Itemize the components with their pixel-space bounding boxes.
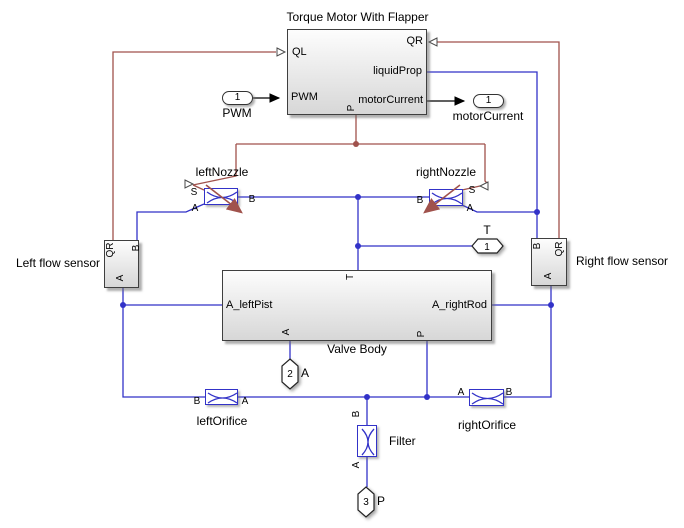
orifice-icon (207, 392, 238, 404)
orifice-icon (206, 191, 238, 204)
outport-motorcurrent[interactable]: 1 (473, 94, 504, 108)
wire-leftsensor-a-to-leftorifice-b[interactable] (122, 288, 205, 398)
port-t-hexagon[interactable] (471, 238, 504, 254)
junction-dot (355, 243, 361, 249)
orifice-icon (471, 392, 504, 405)
junction-dot (120, 302, 126, 308)
inport-pwm-label: PWM (222, 106, 252, 120)
motor-port-p-label: P (346, 104, 357, 112)
right-sensor-port-qr: QR (554, 241, 565, 257)
valve-port-a: A (281, 328, 292, 336)
left-orifice-block[interactable] (205, 389, 238, 405)
right-sensor-port-a: A (543, 272, 554, 280)
port-p-label: P (377, 494, 386, 508)
right-nozzle-port-a: A (466, 203, 474, 214)
motor-port-motorcurrent-label: motorCurrent (358, 94, 423, 106)
left-nozzle-label: leftNozzle (195, 165, 249, 179)
left-flow-sensor-label: Left flow sensor (15, 256, 100, 270)
junction-dot (364, 394, 370, 400)
valve-port-arightrod: A_rightRod (431, 299, 487, 311)
torque-motor-title: Torque Motor With Flapper (286, 10, 429, 24)
ps-port-triangle-icon (276, 47, 287, 57)
valve-port-aleftpist: A_leftPist (226, 299, 273, 311)
right-nozzle-label: rightNozzle (415, 165, 477, 179)
left-nozzle-port-b: B (248, 194, 256, 205)
right-orifice-port-b: B (505, 387, 513, 398)
filter-port-a: A (351, 461, 362, 469)
filter-port-b: B (351, 410, 362, 418)
right-flow-sensor-block[interactable] (531, 238, 567, 286)
valve-port-p: P (416, 330, 427, 338)
valve-body-block[interactable] (222, 270, 492, 341)
right-nozzle-block[interactable] (429, 189, 463, 206)
valve-body-label: Valve Body (327, 342, 387, 356)
left-sensor-port-a: A (115, 274, 126, 282)
junction-dot (534, 209, 540, 215)
valve-port-t: T (345, 273, 356, 281)
outport-motorcurrent-label: motorCurrent (452, 109, 524, 123)
port-t-number: 1 (484, 242, 490, 253)
left-orifice-label: leftOrifice (196, 414, 248, 428)
filter-block[interactable] (357, 425, 377, 457)
junction-dot (355, 194, 361, 200)
port-p-number: 3 (363, 497, 369, 508)
port-a-label: A (301, 366, 310, 380)
port-a-hexagon[interactable] (281, 358, 299, 390)
left-flow-sensor-block[interactable] (104, 240, 139, 288)
ps-port-triangle-icon (427, 37, 438, 47)
wire-rightsensor-a-to-rightorifice-b[interactable] (504, 286, 552, 398)
motor-port-pwm-label: PWM (291, 91, 318, 103)
left-nozzle-block[interactable] (204, 188, 238, 205)
left-nozzle-port-a: A (191, 203, 199, 214)
right-sensor-port-b: B (532, 242, 543, 250)
filter-label: Filter (389, 434, 416, 448)
port-a-number: 2 (287, 369, 293, 380)
inport-pwm[interactable]: 1 (222, 91, 253, 105)
junction-dot-signal (353, 141, 359, 147)
ps-port-triangle-icon (478, 181, 489, 191)
right-orifice-label: rightOrifice (457, 418, 516, 432)
left-sensor-port-b: B (131, 244, 142, 252)
port-t-label: T (483, 223, 491, 237)
junction-dot (424, 394, 430, 400)
orifice-icon (431, 192, 463, 205)
right-nozzle-port-b: B (416, 195, 424, 206)
wire-rightsensor-qr-to-motor-qr[interactable] (437, 41, 560, 238)
right-nozzle-port-s: S (468, 185, 476, 196)
left-sensor-port-qr: QR (105, 242, 116, 258)
filter-icon (361, 428, 375, 456)
right-orifice-block[interactable] (469, 389, 504, 406)
torque-motor-block[interactable] (287, 29, 427, 115)
right-flow-sensor-label: Right flow sensor (576, 254, 669, 268)
port-p-hexagon[interactable] (357, 486, 375, 518)
left-nozzle-port-s: S (190, 187, 198, 198)
motor-port-ql-label: QL (292, 46, 307, 58)
motor-port-liquidprop-label: liquidProp (373, 65, 422, 77)
left-orifice-port-a: A (241, 396, 249, 407)
junction-dot (548, 302, 554, 308)
motor-port-qr-label: QR (406, 35, 424, 47)
left-orifice-port-b: B (193, 396, 201, 407)
right-orifice-port-a: A (457, 387, 465, 398)
